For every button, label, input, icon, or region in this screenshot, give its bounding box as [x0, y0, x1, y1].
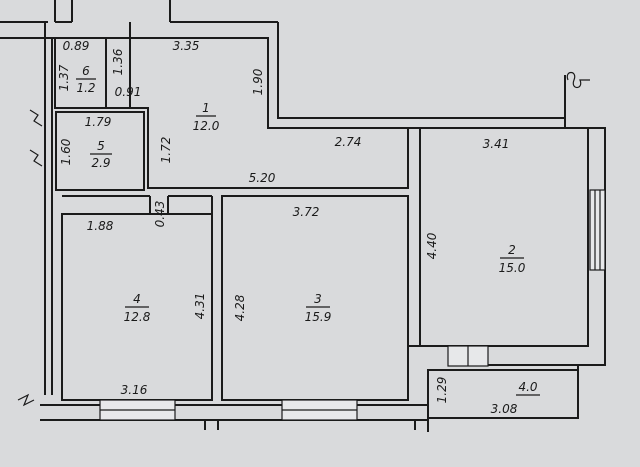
room-5-label: 5 2.9	[90, 139, 112, 170]
room-5-number: 5	[97, 139, 105, 153]
room-6-area: 1.2	[76, 81, 95, 95]
left-outer-wall	[29, 22, 53, 395]
break-line-symbol	[566, 71, 590, 89]
room-6-number: 6	[82, 64, 90, 78]
dim-3-72: 3.72	[293, 205, 320, 219]
dim-1-60: 1.60	[59, 138, 73, 165]
balcony-area: 4.0	[518, 380, 537, 394]
room-6-label: 6 1.2	[76, 64, 96, 95]
room-3-label: 3 15.9	[305, 292, 332, 324]
dim-1-79: 1.79	[85, 115, 112, 129]
dim-1-29: 1.29	[435, 377, 449, 404]
room-5-area: 2.9	[91, 156, 110, 170]
dim-0-43: 0.43	[153, 201, 167, 228]
dim-1-37: 1.37	[57, 64, 71, 91]
dim-4-31: 4.31	[193, 293, 207, 320]
room-6-walls	[54, 37, 131, 109]
dim-1-90: 1.90	[251, 68, 265, 95]
room-1-area: 12.0	[193, 119, 220, 133]
dim-0-91: 0.91	[115, 85, 142, 99]
room-2-window	[589, 189, 606, 271]
room-3-area: 15.9	[305, 310, 332, 324]
room-2-number: 2	[508, 243, 516, 257]
room-4-number: 4	[133, 292, 141, 306]
room-2-area: 15.0	[499, 261, 526, 275]
dim-4-28: 4.28	[233, 294, 247, 321]
balcony-door	[447, 345, 489, 367]
dim-3-08: 3.08	[491, 402, 518, 416]
dim-1-36: 1.36	[111, 48, 125, 75]
bottom-outer-wall	[17, 393, 429, 432]
room-1-number: 1	[202, 101, 210, 115]
room-2-walls	[408, 75, 606, 366]
dim-2-74: 2.74	[335, 135, 362, 149]
room-3-number: 3	[314, 292, 322, 306]
room-2-label: 2 15.0	[499, 243, 526, 275]
dim-4-40: 4.40	[425, 232, 439, 259]
balcony-label: 4.0	[516, 380, 540, 396]
room-5-walls	[55, 111, 145, 191]
dim-0-89: 0.89	[63, 39, 90, 53]
dim-3-35: 3.35	[173, 39, 200, 53]
room-1-label: 1 12.0	[193, 101, 220, 133]
dim-3-41: 3.41	[483, 137, 510, 151]
room-4-area: 12.8	[124, 310, 151, 324]
dim-1-72: 1.72	[159, 137, 173, 164]
dim-3-16: 3.16	[121, 383, 148, 397]
dim-1-88: 1.88	[87, 219, 114, 233]
dim-5-20: 5.20	[249, 171, 276, 185]
room-4-label: 4 12.8	[124, 292, 151, 324]
balcony-walls	[427, 365, 579, 419]
